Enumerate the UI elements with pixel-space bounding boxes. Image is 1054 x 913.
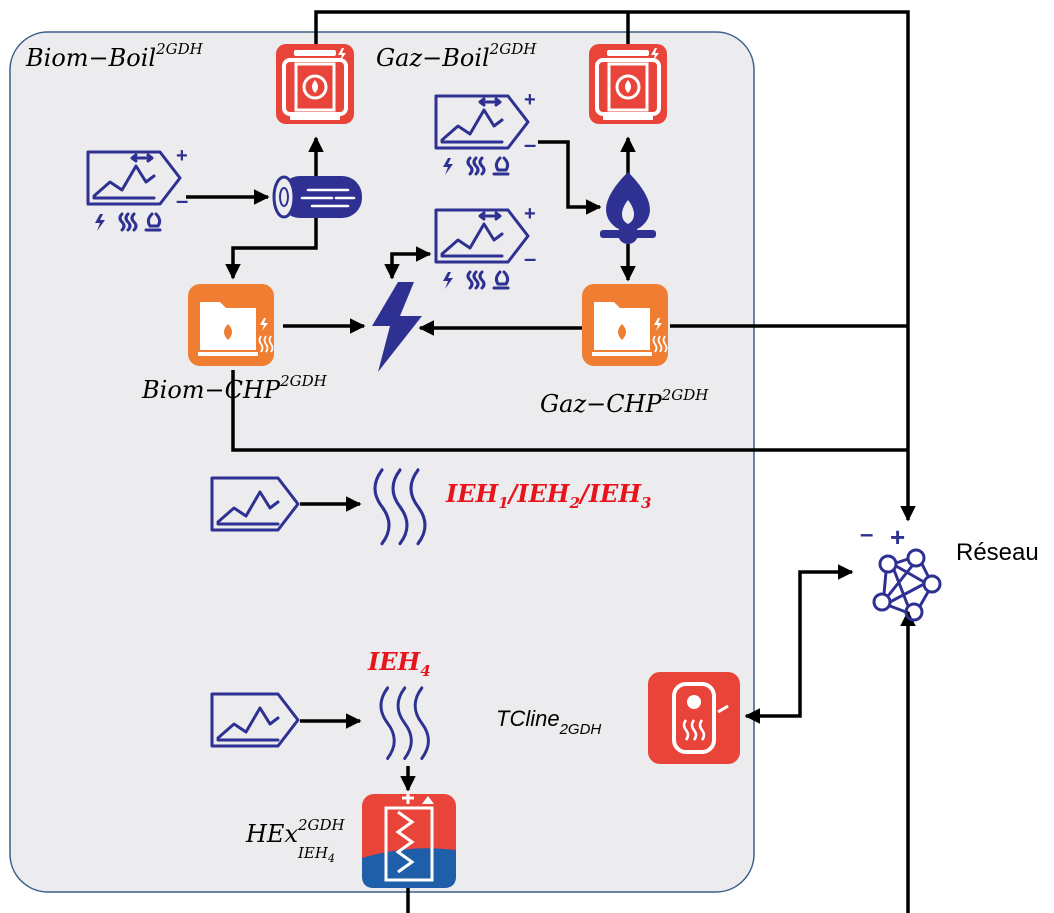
heat-exchanger-icon xyxy=(362,792,456,888)
ieh123-label: IEH1/IEH2/IEH3 xyxy=(445,479,651,512)
gaz-boiler-icon xyxy=(587,42,669,126)
gas-flame-icon xyxy=(600,172,656,244)
heat-storage-icon xyxy=(648,672,740,764)
hex-label: HEx2GDH xyxy=(245,816,346,848)
biom-chp-label: Biom−CHP2GDH xyxy=(141,372,328,404)
network-icon: – + xyxy=(860,521,942,622)
tcline-label: TCline2GDH xyxy=(496,706,601,738)
district-heating-panel xyxy=(9,31,755,893)
svg-text:–: – xyxy=(860,521,873,548)
gaz-chp-label: Gaz−CHP2GDH xyxy=(540,386,709,418)
biomass-log-icon xyxy=(272,175,362,219)
reseau-label: Réseau xyxy=(956,539,1039,566)
lightning-icon xyxy=(372,282,422,372)
biom-boil-label: Biom−Boil2GDH xyxy=(25,40,204,72)
gaz-boil-label: Gaz−Boil2GDH xyxy=(376,40,537,72)
hex-sub-label: IEH4 xyxy=(297,844,335,865)
biom-boiler-icon xyxy=(274,42,356,126)
connection-lines xyxy=(186,10,916,913)
svg-text:+: + xyxy=(890,522,905,552)
biom-chp-icon xyxy=(187,283,275,367)
ieh4-label: IEH4 xyxy=(367,647,431,680)
gaz-chp-icon xyxy=(581,283,669,367)
